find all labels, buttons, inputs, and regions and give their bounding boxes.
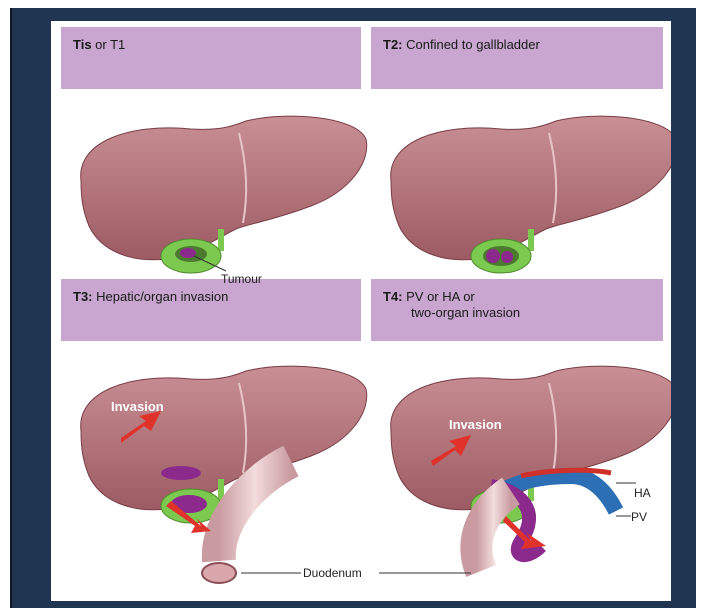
- duodenum-label: Duodenum: [303, 566, 362, 580]
- liver-t1: [81, 116, 367, 273]
- liver-t2: [391, 116, 671, 273]
- liver-illustrations: Tumour Invasion: [51, 21, 671, 601]
- invasion-label-t3: Invasion: [111, 399, 164, 414]
- invasion-label-t4: Invasion: [449, 417, 502, 432]
- liver-t4: [391, 366, 671, 523]
- ha-label: HA: [634, 486, 651, 500]
- pv-label: PV: [631, 510, 647, 524]
- tumour-label: Tumour: [221, 272, 262, 286]
- staging-figure: Tis or T1 T2: Confined to gallbladder T3…: [51, 21, 671, 601]
- duodenum-opening: [202, 563, 236, 583]
- duodenum-t4: [476, 491, 511, 571]
